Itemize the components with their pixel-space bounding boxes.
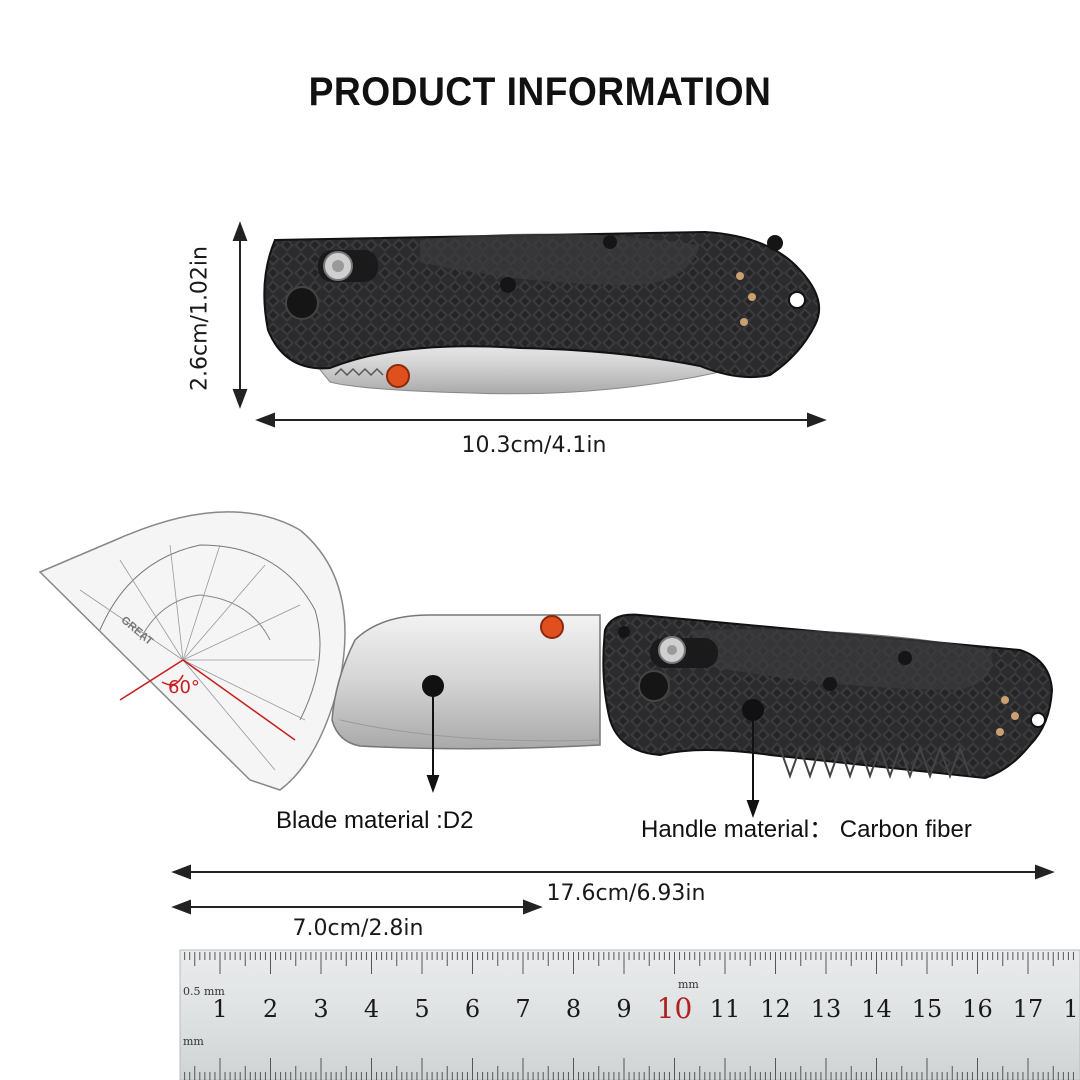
ruler-number: 1 — [212, 995, 228, 1023]
protractor-angle-label: 60° — [168, 677, 200, 698]
ruler-number: 7 — [515, 995, 531, 1023]
ruler-number: 18 — [1063, 995, 1080, 1023]
handle-pointer — [742, 699, 764, 818]
ruler-unit-small: 0.5 mm — [183, 985, 225, 998]
blade-length-arrow — [171, 899, 543, 915]
ruler-number: 13 — [810, 995, 842, 1023]
closed-height-label: 2.6cm/1.02in — [187, 246, 213, 391]
ruler-number: 17 — [1012, 995, 1044, 1023]
closed-length-arrow — [255, 412, 827, 428]
ruler-number: 8 — [565, 995, 582, 1023]
stop-pin-icon — [386, 364, 410, 388]
ruler-numbers: 123456789101112131415161718 — [0, 992, 1080, 1035]
blade-pointer — [422, 675, 444, 793]
ruler-number: 11 — [709, 995, 741, 1023]
page-title: PRODUCT INFORMATION — [308, 70, 772, 114]
overall-length-arrow — [171, 864, 1055, 880]
blade-material-label: Blade material :D2 — [276, 807, 474, 834]
open-knife — [331, 613, 1054, 780]
overall-length-label: 17.6cm/6.93in — [546, 881, 706, 906]
closed-knife — [263, 230, 821, 395]
closed-length-label: 10.3cm/4.1in — [461, 433, 607, 458]
open-blade — [331, 614, 601, 750]
protractor — [38, 511, 346, 791]
ruler-unit-mm-bottom: mm — [183, 1035, 204, 1048]
blade-stop-pin-icon — [540, 615, 564, 639]
lanyard-hole-icon — [788, 291, 806, 309]
blade-length-label: 7.0cm/2.8in — [292, 916, 424, 941]
ruler — [179, 949, 1080, 1080]
ruler-number: 15 — [911, 995, 943, 1023]
ruler-number: 4 — [363, 995, 380, 1023]
ruler-number: 3 — [313, 995, 329, 1023]
ruler-number: 6 — [464, 995, 481, 1023]
ruler-number: 2 — [262, 995, 279, 1023]
pivot-screw-icon — [285, 286, 319, 320]
ruler-number: 16 — [962, 995, 993, 1023]
ruler-unit-mm: mm — [678, 978, 699, 991]
open-pivot-screw-icon — [638, 670, 670, 702]
handle-material-label: Handle material： Carbon fiber — [641, 816, 972, 843]
ruler-number: 14 — [861, 995, 892, 1023]
ruler-number: 9 — [616, 995, 632, 1023]
ruler-number: 5 — [414, 995, 430, 1023]
ruler-number: 10 — [656, 992, 693, 1025]
open-lanyard-hole-icon — [1030, 712, 1046, 728]
height-arrow — [232, 221, 248, 409]
ruler-number: 12 — [760, 995, 791, 1023]
